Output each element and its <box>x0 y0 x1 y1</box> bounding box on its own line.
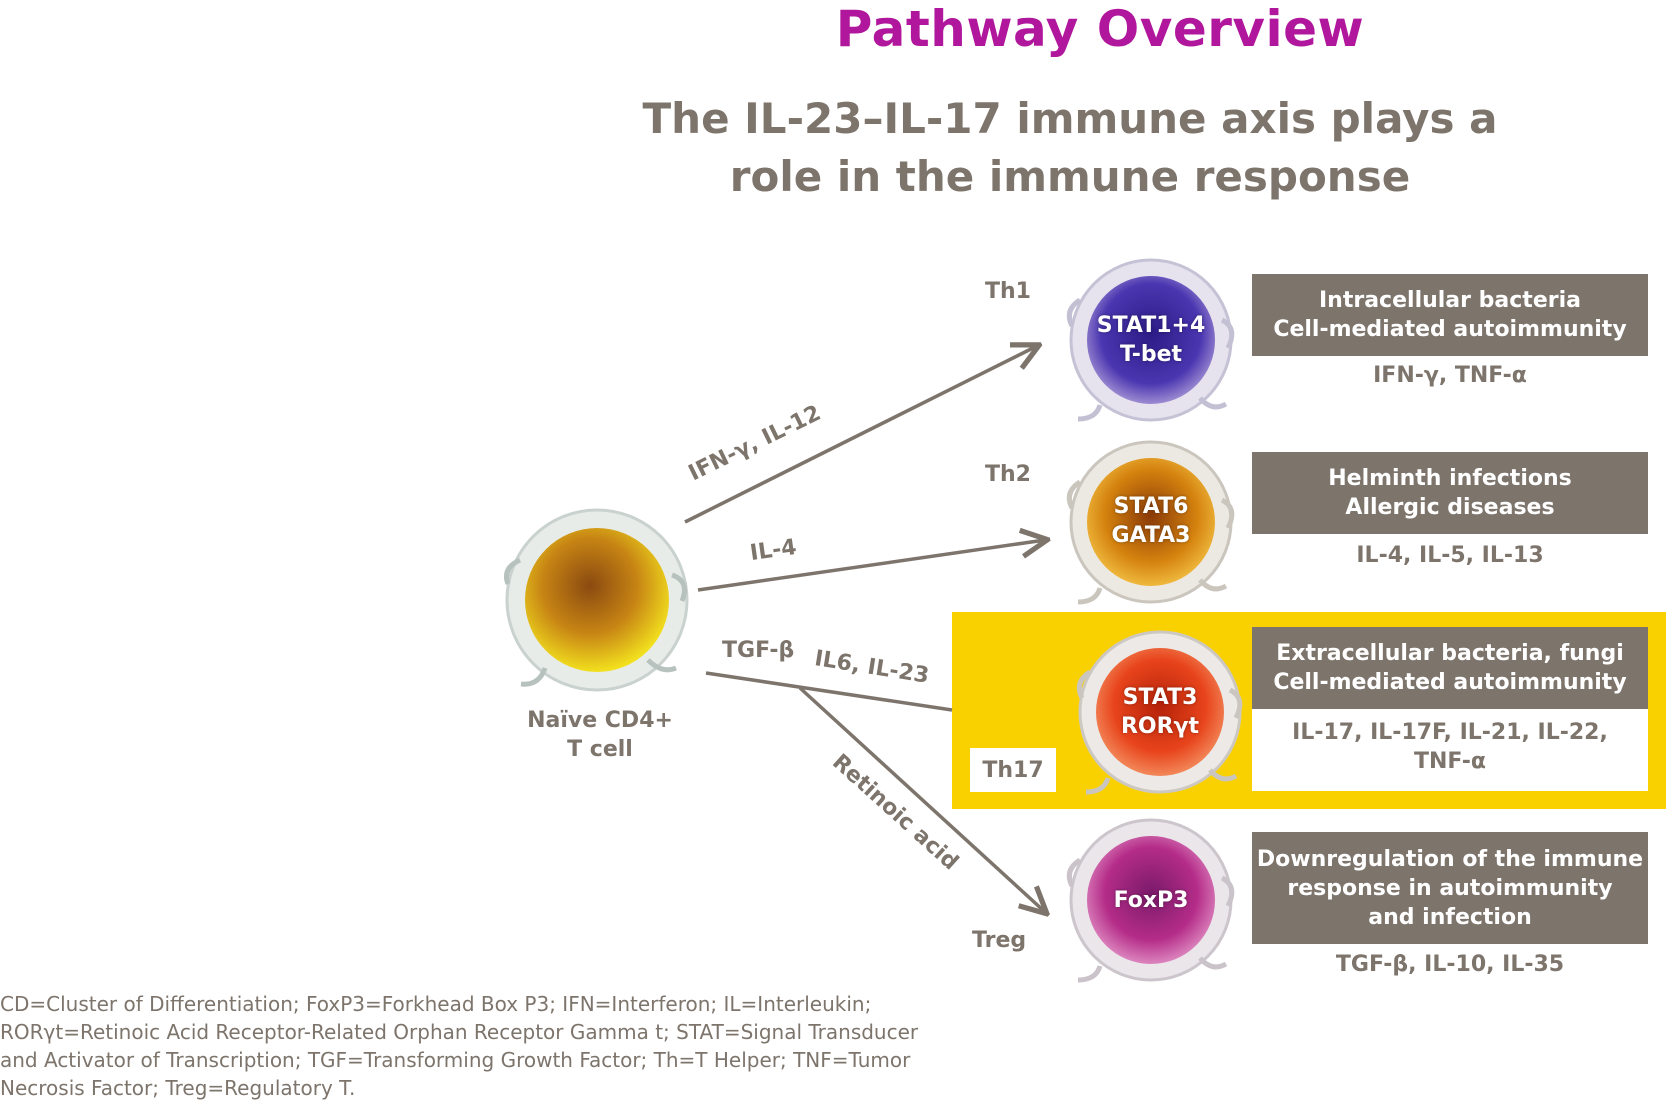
naive-t-cell <box>504 508 689 692</box>
footnote-line-3: and Activator of Transcription; TGF=Tran… <box>0 1048 911 1072</box>
th2-cytokines: IL-4, IL-5, IL-13 <box>1356 543 1544 568</box>
th17-cytokines-1: IL-17, IL-17F, IL-21, IL-22, <box>1292 720 1608 745</box>
th1-cytokines: IFN-γ, TNF-α <box>1373 363 1527 388</box>
treg-role-box: Downregulation of the immune response in… <box>1252 832 1648 944</box>
th17-cell <box>1076 630 1243 795</box>
arrow-to-th17 <box>705 671 953 712</box>
naive-cell-label-line-2: T cell <box>567 737 633 762</box>
th2-factor-2: GATA3 <box>1111 523 1191 548</box>
naive-cell-label-line-1: Naïve CD4+ <box>527 708 673 733</box>
th1-role-box: Intracellular bacteria Cell-mediated aut… <box>1252 274 1648 356</box>
treg-factor-1: FoxP3 <box>1113 888 1189 913</box>
th1-role-2: Cell-mediated autoimmunity <box>1273 317 1627 342</box>
treg-factors: FoxP3 <box>1071 886 1231 915</box>
th1-factor-1: STAT1+4 <box>1096 313 1206 338</box>
th1-factor-2: T-bet <box>1119 342 1183 367</box>
th2-factor-1: STAT6 <box>1113 494 1189 519</box>
headline-line-1: The IL-23–IL-17 immune axis plays a <box>642 94 1498 143</box>
treg-cytokines: TGF-β, IL-10, IL-35 <box>1335 952 1565 977</box>
treg-role-1: Downregulation of the immune <box>1256 846 1644 872</box>
th1-name: Th1 <box>985 279 1031 304</box>
headline-line-2: role in the immune response <box>729 152 1411 201</box>
arrow-to-treg <box>798 686 1045 912</box>
footnote-line-4: Necrosis Factor; Treg=Regulatory T. <box>0 1076 356 1100</box>
th17-factor-1: STAT3 <box>1122 685 1198 710</box>
th1-role-1: Intracellular bacteria <box>1319 288 1581 313</box>
footnote: CD=Cluster of Differentiation; FoxP3=For… <box>0 990 1000 1102</box>
arrow-to-th1 <box>684 346 1037 524</box>
page-title: Pathway Overview <box>835 0 1365 58</box>
th2-factors: STAT6 GATA3 <box>1071 492 1231 550</box>
th2-role-1: Helminth infections <box>1328 466 1572 491</box>
th2-role-2: Allergic diseases <box>1345 495 1555 520</box>
footnote-line-2: RORγt=Retinoic Acid Receptor-Related Orp… <box>0 1020 919 1044</box>
arrow-label-tgf: TGF-β <box>722 638 795 663</box>
naive-cell-label: Naïve CD4+ T cell <box>520 706 680 764</box>
footnote-line-1: CD=Cluster of Differentiation; FoxP3=For… <box>0 992 872 1016</box>
arrow-to-th2 <box>697 540 1045 592</box>
th17-factors: STAT3 RORγt <box>1080 683 1240 741</box>
th1-factors: STAT1+4 T-bet <box>1071 311 1231 369</box>
treg-name: Treg <box>972 928 1027 953</box>
th17-role-1: Extracellular bacteria, fungi <box>1276 641 1624 666</box>
th17-name: Th17 <box>982 757 1044 783</box>
th17-role-2: Cell-mediated autoimmunity <box>1273 670 1627 695</box>
th17-cytokines-2: TNF-α <box>1413 749 1486 774</box>
th2-name: Th2 <box>985 462 1031 487</box>
treg-role-3: and infection <box>1368 904 1532 930</box>
th17-name-tag: Th17 <box>970 748 1056 792</box>
headline: The IL-23–IL-17 immune axis plays a role… <box>600 90 1540 206</box>
th17-factor-2: RORγt <box>1120 714 1200 739</box>
treg-cell <box>1066 818 1235 983</box>
th2-cell <box>1066 440 1235 605</box>
th2-role-box: Helminth infections Allergic diseases <box>1252 452 1648 534</box>
th17-cytokines: IL-17, IL-17F, IL-21, IL-22, TNF-α <box>1252 718 1648 776</box>
treg-role-2: response in autoimmunity <box>1287 875 1613 901</box>
th1-cell <box>1066 258 1235 422</box>
th17-role-box: Extracellular bacteria, fungi Cell-media… <box>1252 627 1648 709</box>
